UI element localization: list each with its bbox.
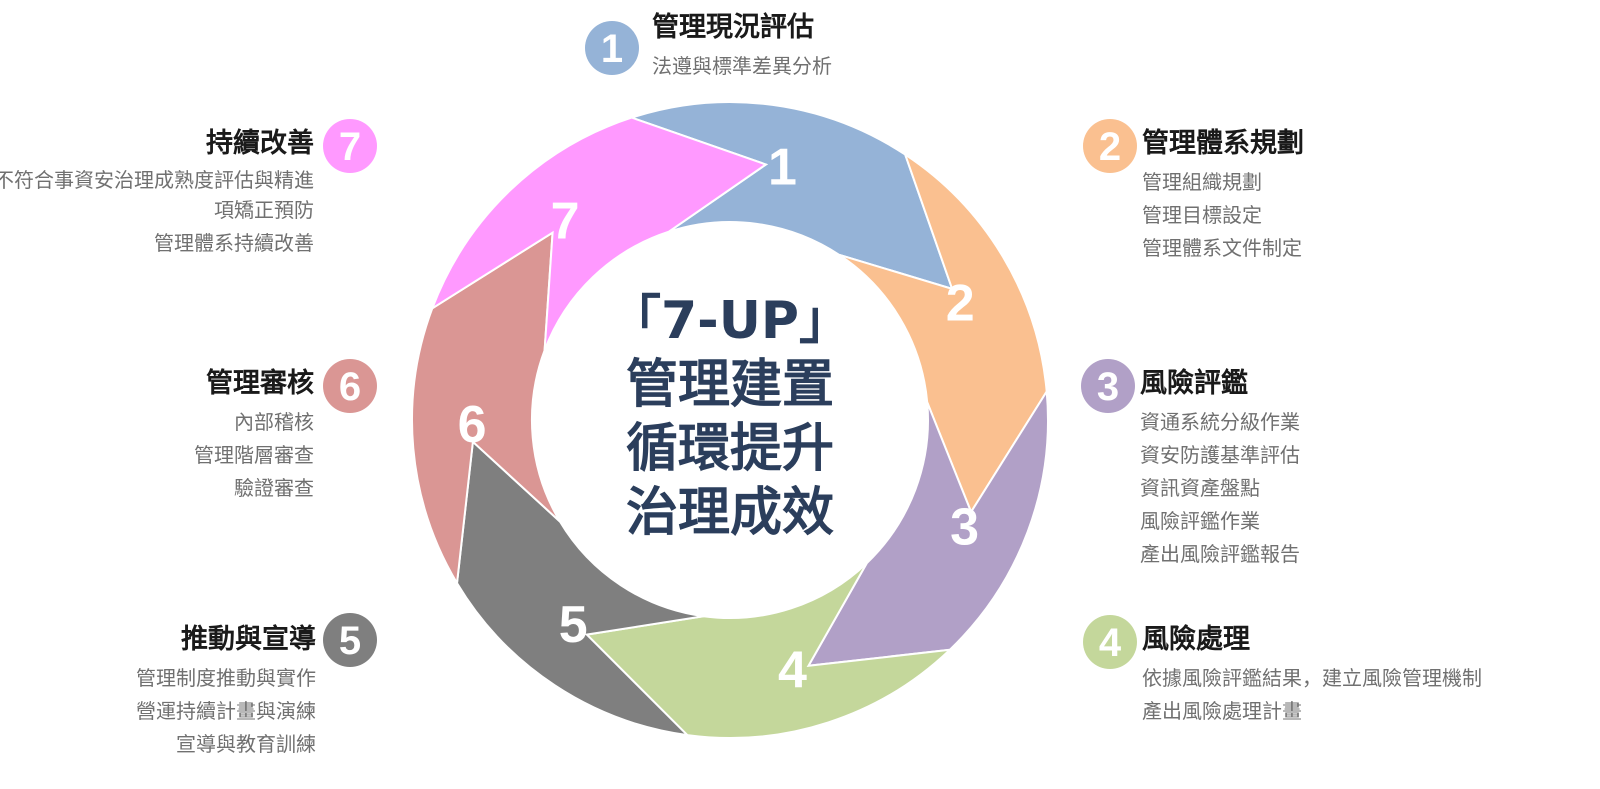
stage-7-title: 持續改善: [206, 128, 314, 159]
segment-2-number: 2: [946, 274, 975, 332]
stage-7-item-3: 管理體系持續改善: [154, 231, 314, 255]
stage-1: 管理現況評估 法遵與標準差異分析: [652, 10, 832, 83]
stage-7-badge: 7: [323, 119, 377, 173]
stage-4: 風險處理 依據風險評鑑結果，建立風險管理機制 產出風險處理計畫: [1142, 622, 1482, 728]
stage-5-title: 推動與宣導: [181, 624, 316, 655]
segment-4-number: 4: [778, 641, 807, 699]
stage-5: 推動與宣導 管理制度推動與實作 營運持續計畫與演練 宣導與教育訓練: [136, 622, 316, 761]
stage-6: 管理審核 內部稽核 管理階層審查 驗證審查: [194, 366, 314, 505]
cycle-ring: 1 2 3 4 5 6 7: [411, 101, 1049, 739]
stage-badges: 1 2 3 4 5 6 7: [323, 21, 1137, 669]
center-disc: [532, 222, 928, 618]
stage-2-item-3: 管理體系文件制定: [1142, 236, 1302, 260]
stage-6-item-2: 管理階層審查: [194, 443, 314, 467]
stage-7: 持續改善 不符合事資安治理成熟度評估與精進 項矯正預防 管理體系持續改善: [0, 126, 314, 260]
stage-3-item-4: 風險評鑑作業: [1140, 509, 1260, 533]
center-line-2: 管理建置: [626, 355, 834, 415]
center-line-4: 治理成效: [626, 483, 834, 543]
stage-3-item-2: 資安防護基準評估: [1140, 443, 1300, 467]
stage-3: 風險評鑑 資通系統分級作業 資安防護基準評估 資訊資產盤點 風險評鑑作業 產出風…: [1140, 366, 1300, 571]
stage-5-badge-number: 5: [339, 619, 361, 663]
stage-3-item-3: 資訊資產盤點: [1140, 476, 1260, 500]
stage-7-badge-circle: [323, 119, 377, 173]
stage-5-badge: 5: [323, 613, 377, 667]
stage-1-item-1: 法遵與標準差異分析: [652, 54, 832, 78]
stage-2-badge-circle: [1083, 119, 1137, 173]
stage-5-item-1: 管理制度推動與實作: [136, 666, 316, 690]
stage-2-item-2: 管理目標設定: [1142, 203, 1262, 227]
segment-3-number: 3: [950, 498, 979, 556]
stage-3-title: 風險評鑑: [1140, 368, 1248, 399]
stage-3-item-5: 產出風險評鑑報告: [1140, 542, 1300, 566]
stage-2-badge-number: 2: [1099, 125, 1121, 169]
stage-6-title: 管理審核: [206, 368, 314, 399]
stage-4-title: 風險處理: [1142, 624, 1250, 655]
stage-7-item-2: 項矯正預防: [214, 198, 314, 222]
stage-4-badge-circle: [1083, 615, 1137, 669]
stage-7-item-1: 不符合事資安治理成熟度評估與精進: [0, 168, 314, 192]
stage-6-badge-circle: [323, 359, 377, 413]
stage-6-badge: 6: [323, 359, 377, 413]
stage-6-badge-number: 6: [339, 365, 361, 409]
stage-5-item-2: 營運持續計畫與演練: [136, 699, 316, 723]
stage-2-item-1: 管理組織規劃: [1142, 170, 1262, 194]
stage-3-badge-circle: [1081, 359, 1135, 413]
stage-4-item-2: 產出風險處理計畫: [1142, 699, 1302, 723]
stage-2-title: 管理體系規劃: [1142, 128, 1304, 159]
stage-6-item-3: 驗證審查: [234, 476, 314, 500]
stage-1-title: 管理現況評估: [652, 12, 814, 43]
stage-7-badge-number: 7: [339, 125, 361, 169]
stage-4-item-1: 依據風險評鑑結果，建立風險管理機制: [1142, 666, 1482, 690]
stage-1-badge-number: 1: [601, 27, 623, 71]
center-caption: 「7-UP」 管理建置 循環提升 治理成效: [609, 291, 851, 543]
segment-1-number: 1: [768, 138, 797, 196]
stage-5-item-3: 宣導與教育訓練: [176, 732, 316, 756]
stage-1-badge: 1: [585, 21, 639, 75]
stage-1-badge-circle: [585, 21, 639, 75]
stage-4-badge: 4: [1083, 615, 1137, 669]
segment-6-number: 6: [458, 396, 487, 454]
stage-5-badge-circle: [323, 613, 377, 667]
stage-2-badge: 2: [1083, 119, 1137, 173]
stage-6-item-1: 內部稽核: [234, 410, 314, 434]
center-line-3: 循環提升: [626, 419, 834, 479]
center-line-1: 「7-UP」: [609, 291, 851, 351]
segment-7-number: 7: [551, 193, 580, 251]
stage-3-badge: 3: [1081, 359, 1135, 413]
stage-2: 管理體系規劃 管理組織規劃 管理目標設定 管理體系文件制定: [1142, 126, 1304, 265]
segment-5-number: 5: [559, 596, 588, 654]
stage-4-badge-number: 4: [1099, 621, 1122, 665]
stage-3-item-1: 資通系統分級作業: [1140, 410, 1300, 434]
stage-3-badge-number: 3: [1097, 365, 1119, 409]
